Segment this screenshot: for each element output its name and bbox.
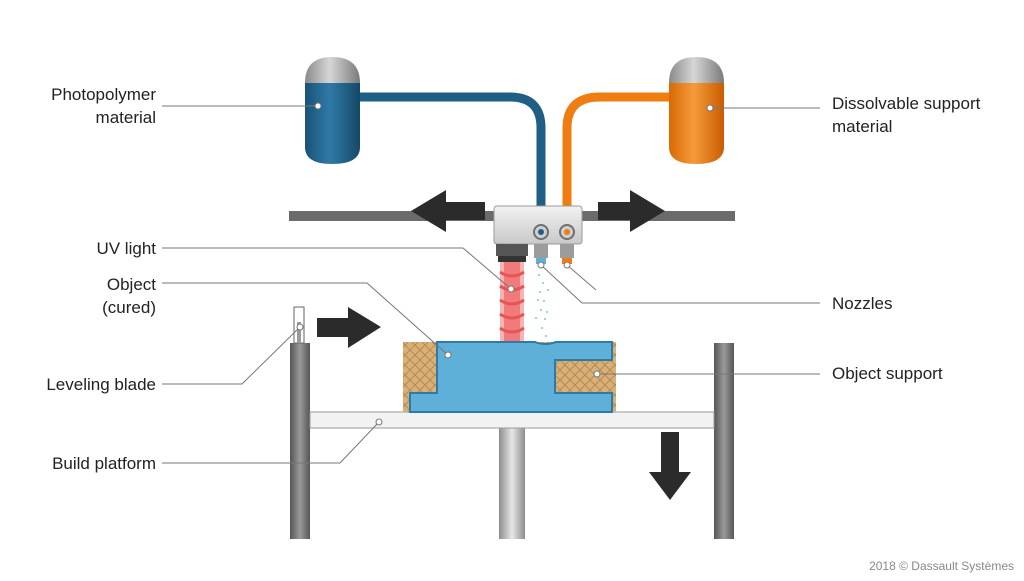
label-build-platform-text: Build platform [52,454,156,473]
copyright-notice: 2018 © Dassault Systèmes [869,559,1014,573]
uv-lamp [496,244,528,256]
uv-beam [499,262,525,342]
label-dissolvable-line1: Dissolvable support [832,94,981,113]
label-photopolymer-line1: Photopolymer [51,85,156,104]
nozzle-tip-right [560,244,574,258]
photopolymer-tank [305,57,360,164]
label-object-line1: Object [106,275,156,294]
leader-object-cured [162,282,449,356]
cured-object [409,341,613,413]
label-nozzles: Nozzles [832,292,982,315]
label-object-support-text: Object support [832,364,943,383]
label-dissolvable: Dissolvable support material [832,92,1017,138]
label-object-line2: (cured) [102,298,156,317]
right-arrow-icon [598,190,665,232]
build-platform [309,411,715,429]
leader-uv-light [162,247,512,290]
platform-down-arrow-icon [649,432,691,500]
left-post [290,343,310,539]
leader-nozzles [540,264,820,304]
right-post [714,343,734,539]
leader-build-platform [162,421,380,464]
nozzle-tip-left [534,244,548,258]
label-leveling-blade-text: Leveling blade [46,375,156,394]
label-dissolvable-line2: material [832,117,893,136]
label-object-cured: Object (cured) [10,273,156,319]
droplet-spray [535,274,549,337]
label-photopolymer-line2: material [95,108,156,127]
leader-leveling-blade [162,326,301,385]
label-nozzles-text: Nozzles [832,294,893,313]
label-uv-light: UV light [10,237,156,260]
label-uv-light-text: UV light [96,239,156,258]
platform-column [499,428,525,539]
dissolvable-tank [669,57,724,164]
photopolymer-tube [360,92,546,232]
label-object-support: Object support [832,362,1012,385]
label-leveling-blade: Leveling blade [10,373,156,396]
support-tube [562,92,669,232]
label-photopolymer: Photopolymer material [10,83,156,129]
label-build-platform: Build platform [10,452,156,475]
left-arrow-icon [411,190,485,232]
blade-direction-arrow-icon [317,307,381,348]
